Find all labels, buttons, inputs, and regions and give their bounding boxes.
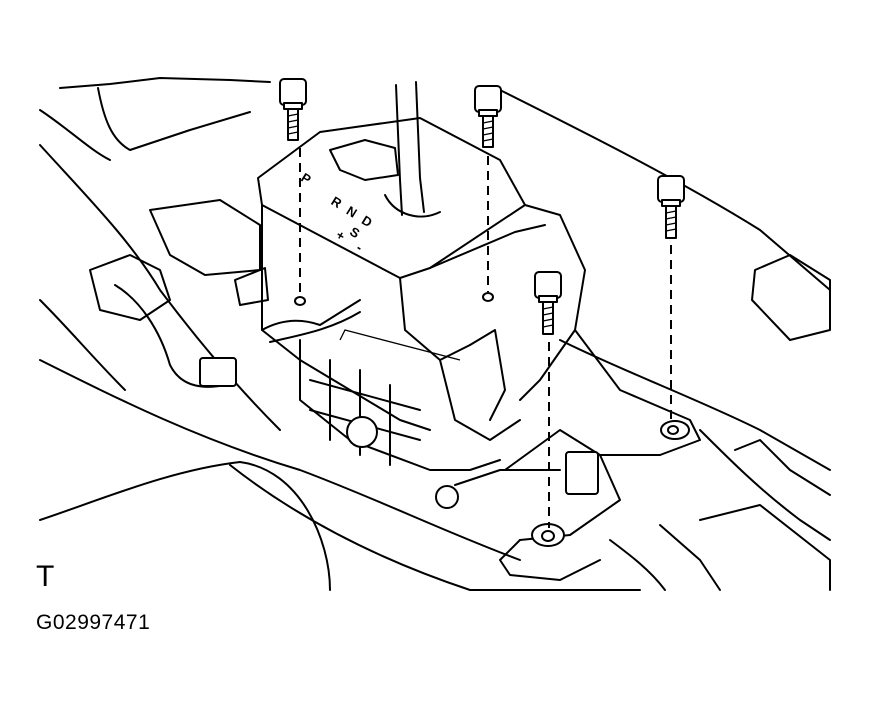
gate-position-minus: - — [354, 240, 366, 255]
bolt-holes — [294, 292, 679, 542]
view-letter: T — [36, 560, 55, 593]
bolt-icon — [279, 78, 307, 141]
bolt-alignment-lines — [299, 148, 672, 528]
bolt-icon — [474, 85, 502, 148]
wire-harness-bracket — [89, 199, 361, 388]
bolt-icon — [534, 271, 562, 335]
shift-lever-housing — [257, 117, 701, 581]
shift-lever — [329, 81, 441, 218]
console-body-outline — [39, 77, 831, 591]
figure-code: G02997471 — [36, 611, 151, 634]
bolt-icon — [657, 175, 685, 239]
